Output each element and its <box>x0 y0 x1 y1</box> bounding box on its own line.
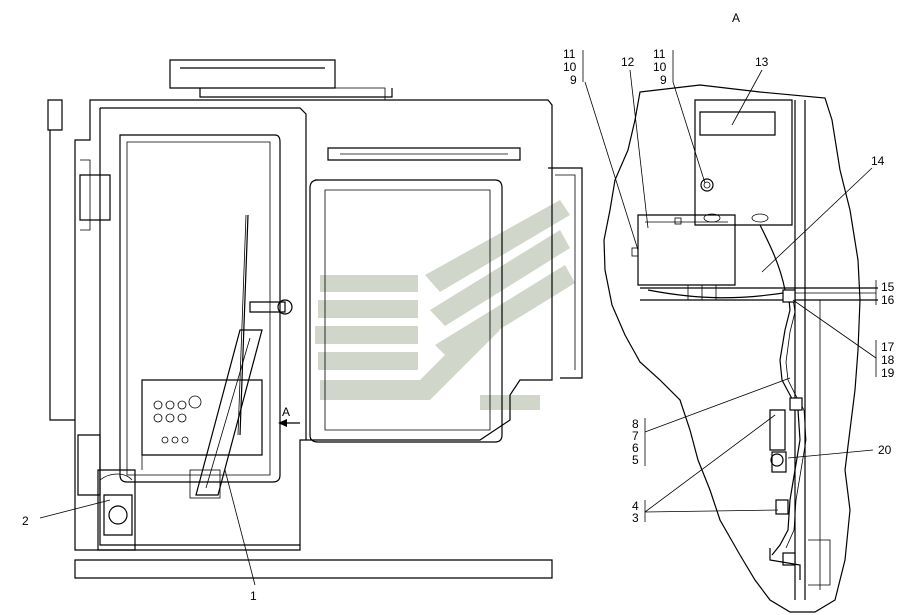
watermark-logo <box>315 200 575 410</box>
callout-5: 5 <box>632 453 639 467</box>
callout-9a: 9 <box>570 73 577 87</box>
callout-7: 7 <box>632 429 639 443</box>
detail-view-a <box>603 84 878 613</box>
callout-10b: 10 <box>653 60 667 74</box>
callout-18: 18 <box>881 353 895 367</box>
callout-9b: 9 <box>660 73 667 87</box>
callout-3: 3 <box>632 511 639 525</box>
callout-12: 12 <box>621 55 635 69</box>
callout-6: 6 <box>632 441 639 455</box>
callout-15: 15 <box>881 280 895 294</box>
callout-1: 1 <box>250 589 257 603</box>
callout-8: 8 <box>632 417 639 431</box>
labels: A A 1 2 11 10 9 12 11 10 9 13 14 15 16 1… <box>22 11 895 603</box>
callout-2: 2 <box>22 514 29 528</box>
callout-19: 19 <box>881 366 895 380</box>
callout-11b: 11 <box>653 47 666 61</box>
callout-14: 14 <box>871 154 885 168</box>
leader-lines <box>39 50 877 586</box>
callout-4: 4 <box>632 499 639 513</box>
arrow-a-label: A <box>282 405 290 419</box>
callout-20: 20 <box>878 443 892 457</box>
cab-side-view <box>47 59 583 579</box>
callout-16: 16 <box>881 293 895 307</box>
callout-17: 17 <box>881 340 895 354</box>
view-a-label: A <box>732 11 740 25</box>
callout-13: 13 <box>755 55 769 69</box>
callout-11a: 11 <box>563 47 576 61</box>
callout-10a: 10 <box>563 60 577 74</box>
